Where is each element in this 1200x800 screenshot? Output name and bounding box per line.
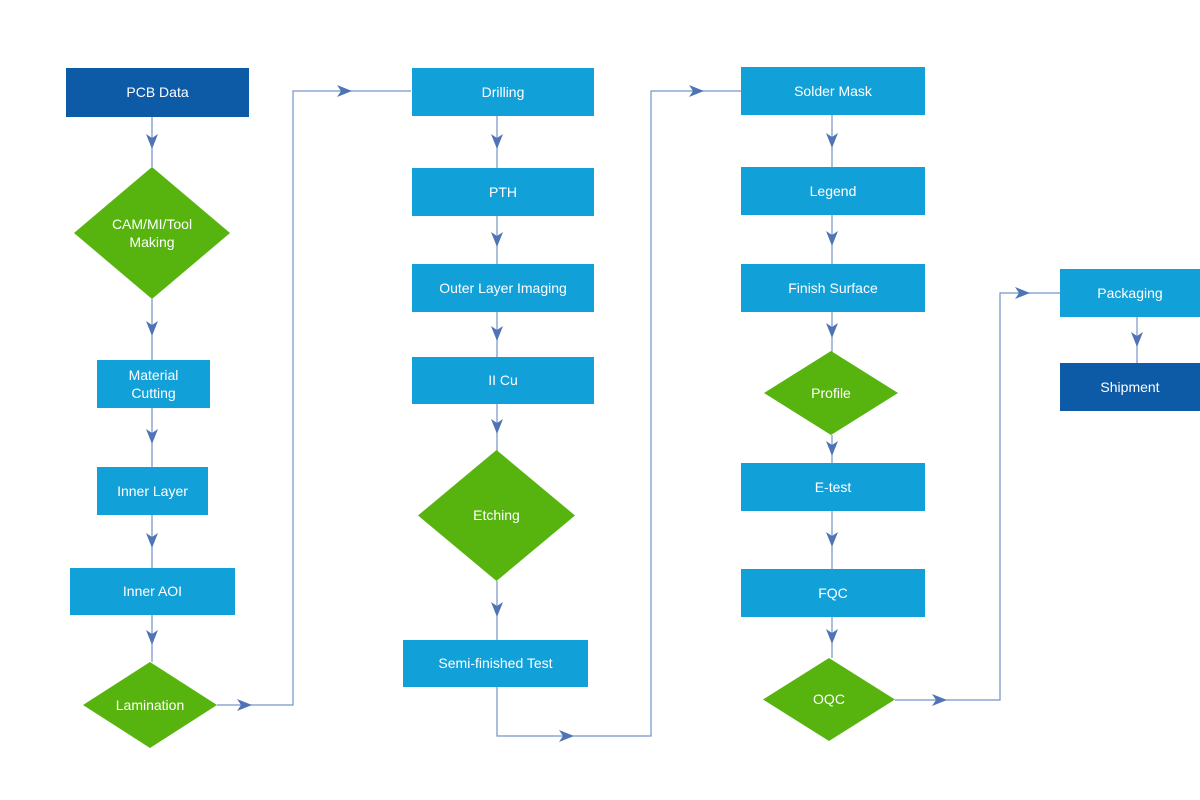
node-label: PCB Data bbox=[126, 84, 189, 101]
node-label: Finish Surface bbox=[788, 279, 878, 296]
arrow-icon bbox=[491, 419, 503, 434]
node-label: Profile bbox=[811, 384, 851, 401]
arrow-icon bbox=[491, 232, 503, 247]
node-label: Drilling bbox=[481, 83, 525, 100]
node-inner-layer: Inner Layer bbox=[97, 467, 208, 515]
node-label: Material Cutting bbox=[128, 366, 179, 401]
node-label: Semi-finished Test bbox=[438, 655, 553, 672]
arrow-icon bbox=[1015, 287, 1030, 299]
node-label: Inner AOI bbox=[122, 583, 183, 600]
arrow-icon bbox=[826, 323, 838, 338]
node-label: Solder Mask bbox=[794, 82, 872, 99]
arrow-icon bbox=[491, 602, 503, 617]
node-semi-finished-test: Semi-finished Test bbox=[403, 640, 588, 687]
node-pcb-data: PCB Data bbox=[66, 68, 249, 117]
arrow-icon bbox=[826, 629, 838, 644]
node-label: Shipment bbox=[1100, 378, 1160, 395]
arrow-icon bbox=[237, 699, 252, 711]
edge-semitest-soldermask bbox=[496, 90, 741, 737]
arrow-icon bbox=[826, 231, 838, 246]
node-label: Lamination bbox=[115, 696, 185, 713]
node-packaging: Packaging bbox=[1060, 269, 1200, 317]
node-label: Packaging bbox=[1097, 284, 1163, 301]
node-fqc: FQC bbox=[741, 569, 925, 617]
arrow-icon bbox=[826, 441, 838, 456]
arrow-icon bbox=[146, 533, 158, 548]
arrow-icon bbox=[689, 85, 704, 97]
arrow-icon bbox=[559, 730, 574, 742]
arrow-icon bbox=[826, 532, 838, 547]
node-label: PTH bbox=[489, 183, 517, 200]
node-inner-aoi: Inner AOI bbox=[70, 568, 235, 615]
arrow-icon bbox=[337, 85, 352, 97]
arrow-icon bbox=[146, 321, 158, 336]
node-label: CAM/MI/Tool Making bbox=[111, 215, 193, 250]
node-material-cutting: Material Cutting bbox=[97, 360, 210, 408]
node-drilling: Drilling bbox=[412, 68, 594, 116]
node-label: OQC bbox=[813, 691, 845, 708]
arrow-icon bbox=[146, 429, 158, 444]
arrow-icon bbox=[146, 134, 158, 149]
node-outer-layer-imaging: Outer Layer Imaging bbox=[412, 264, 594, 312]
node-legend: Legend bbox=[741, 167, 925, 215]
node-label: Etching bbox=[473, 507, 520, 524]
arrow-icon bbox=[932, 694, 947, 706]
edge-lamination-drilling bbox=[217, 90, 411, 706]
node-label: FQC bbox=[818, 584, 848, 601]
node-shipment: Shipment bbox=[1060, 363, 1200, 411]
node-e-test: E-test bbox=[741, 463, 925, 511]
arrow-icon bbox=[491, 134, 503, 149]
arrow-icon bbox=[826, 133, 838, 148]
node-label: Outer Layer Imaging bbox=[439, 279, 567, 296]
node-label: Inner Layer bbox=[117, 482, 188, 499]
arrow-icon bbox=[1131, 332, 1143, 347]
arrow-icon bbox=[491, 326, 503, 341]
node-pth: PTH bbox=[412, 168, 594, 216]
node-label: II Cu bbox=[488, 372, 518, 389]
node-label: Legend bbox=[809, 182, 857, 199]
node-label: E-test bbox=[814, 478, 852, 495]
node-ii-cu: II Cu bbox=[412, 357, 594, 404]
node-solder-mask: Solder Mask bbox=[741, 67, 925, 115]
node-finish-surface: Finish Surface bbox=[741, 264, 925, 312]
arrow-icon bbox=[146, 630, 158, 645]
